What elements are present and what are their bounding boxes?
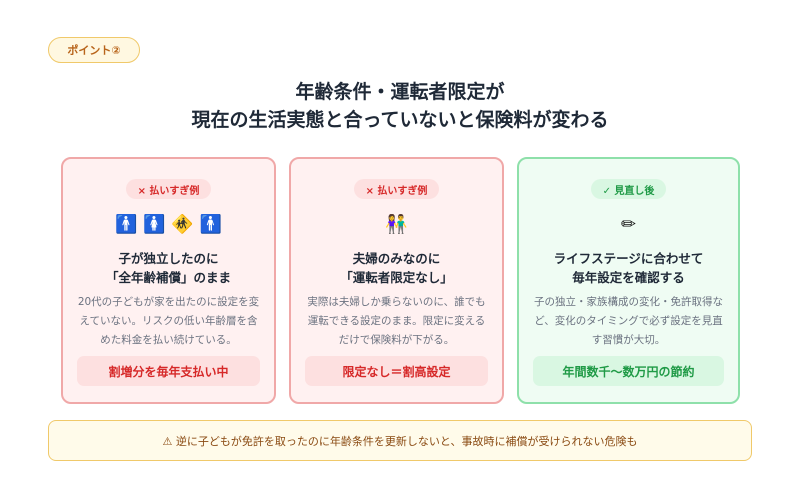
title-line-1: 年齢条件・運転者限定が xyxy=(295,81,505,103)
card-title-line: ライフステージに合わせて xyxy=(553,251,704,266)
card-title: 子が独立したのに「全年齢補償」のまま xyxy=(106,249,231,287)
card-title: 夫婦のみなのに「運転者限定なし」 xyxy=(340,249,453,287)
card-footer: 限定なし＝割高設定 xyxy=(305,356,488,386)
card-title-line: 「全年齢補償」のまま xyxy=(105,270,231,285)
point-badge: ポイント② xyxy=(48,37,140,63)
overpay-badge: × 払いすぎ例 xyxy=(353,179,440,199)
card-description: 20代の子どもが家を出たのに設定を変えていない。リスクの低い年齢層を含めた料金を… xyxy=(77,296,260,346)
overpay-badge: × 払いすぎ例 xyxy=(125,179,212,199)
card-title-line: 毎年設定を確認する xyxy=(572,270,685,285)
card-title-line: 夫婦のみなのに xyxy=(352,251,441,266)
page-title: 年齢条件・運転者限定が 現在の生活実態と合っていないと保険料が変わる xyxy=(0,78,800,134)
card-footer: 年間数千〜数万円の節約 xyxy=(533,356,724,386)
warning-banner: ⚠ 逆に子どもが免許を取ったのに年齢条件を更新しないと、事故時に補償が受けられな… xyxy=(48,420,752,461)
card-description: 実際は夫婦しか乗らないのに、誰でも運転できる設定のまま。限定に変えるだけで保険料… xyxy=(307,296,486,346)
family-icon: 🚹 🚺 🚸 🚹 xyxy=(115,214,222,235)
card-title-line: 子が独立したのに xyxy=(118,251,219,266)
card-after-review: ✓ 見直し後 ✏ ライフステージに合わせて毎年設定を確認する 子の独立・家族構成… xyxy=(517,157,740,404)
card-title-line: 「運転者限定なし」 xyxy=(340,270,453,285)
couple-icon: 👫 xyxy=(385,214,408,235)
card-age-condition: × 払いすぎ例 🚹 🚺 🚸 🚹 子が独立したのに「全年齢補償」のまま 20代の子… xyxy=(61,157,276,404)
card-footer: 割増分を毎年支払い中 xyxy=(77,356,260,386)
card-driver-limit: × 払いすぎ例 👫 夫婦のみなのに「運転者限定なし」 実際は夫婦しか乗らないのに… xyxy=(289,157,504,404)
after-review-badge: ✓ 見直し後 xyxy=(590,179,667,199)
title-line-2: 現在の生活実態と合っていないと保険料が変わる xyxy=(191,109,609,131)
pencil-icon: ✏ xyxy=(620,214,637,235)
card-description: 子の独立・家族構成の変化・免許取得など、変化のタイミングで必ず設定を見直す習慣が… xyxy=(534,296,723,346)
card-title: ライフステージに合わせて毎年設定を確認する xyxy=(554,249,704,287)
